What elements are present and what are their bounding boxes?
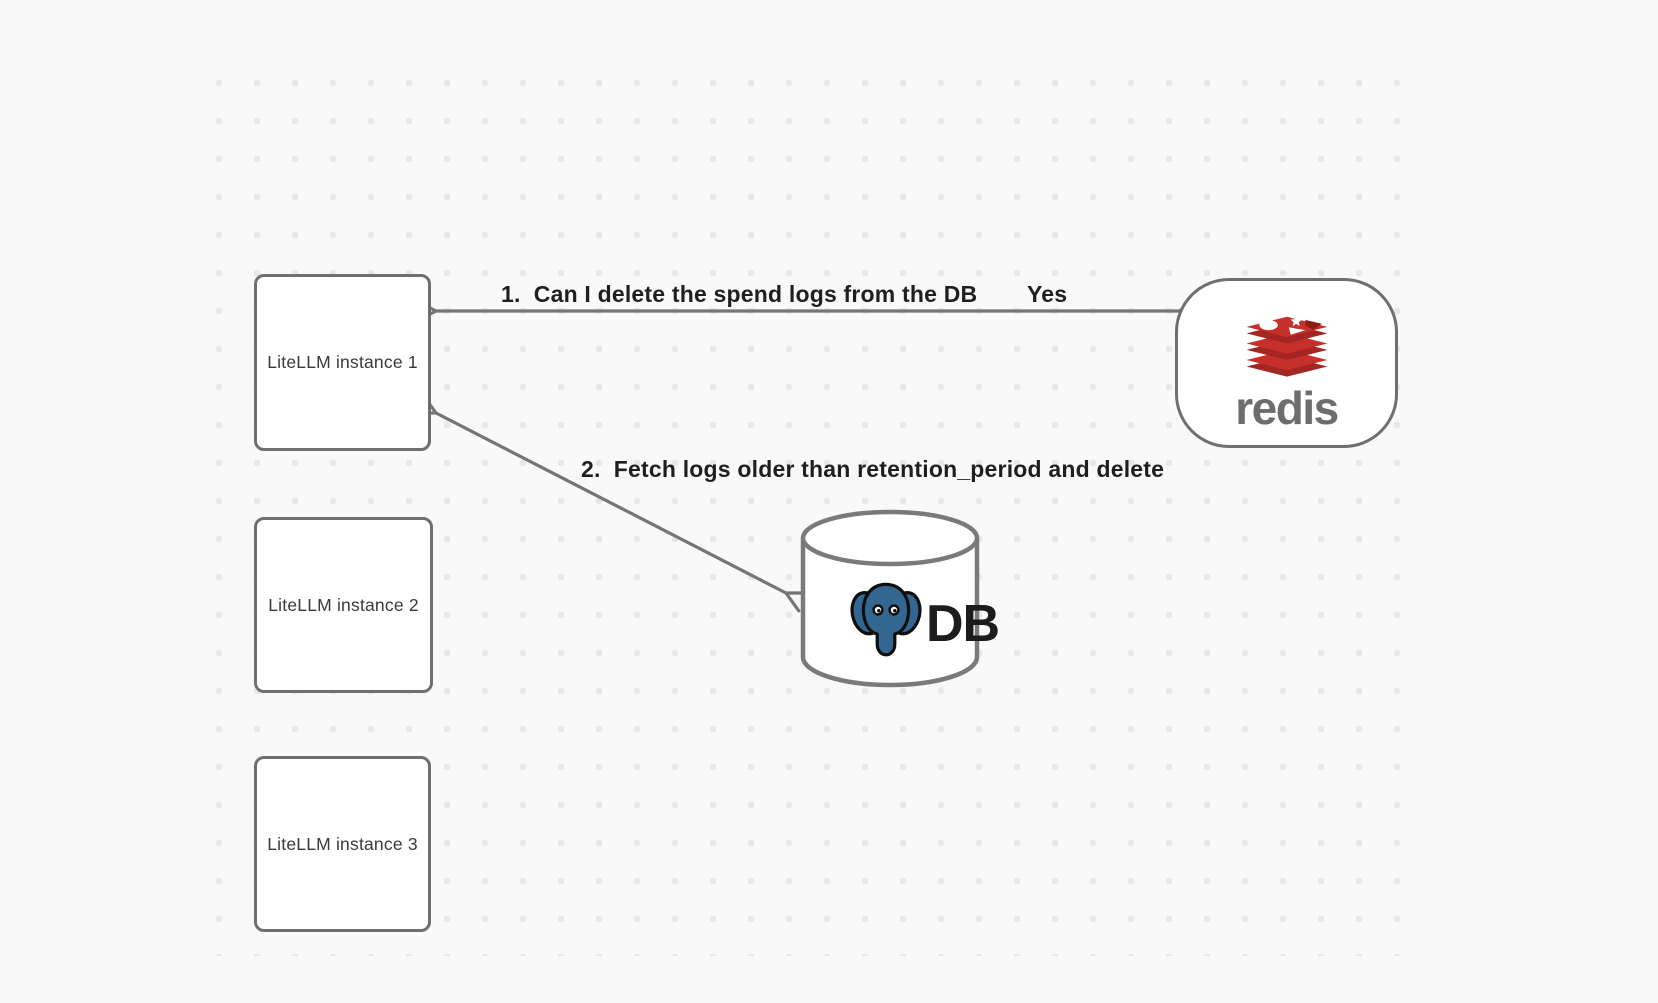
arrow-instance1-db <box>412 393 810 613</box>
postgresql-elephant-icon <box>850 582 922 657</box>
node-litellm-instance-3: LiteLLM instance 3 <box>254 756 431 932</box>
node-redis: redis <box>1175 278 1398 448</box>
edge-label-step1: 1. Can I delete the spend logs from the … <box>501 281 978 307</box>
node-litellm-instance-1-label: LiteLLM instance 1 <box>267 352 418 372</box>
redis-wordmark: redis <box>1235 382 1339 434</box>
node-litellm-instance-2-label: LiteLLM instance 2 <box>268 594 419 615</box>
edge-label-yes: Yes <box>1027 281 1068 307</box>
edge-label-step2: 2. Fetch logs older than retention_perio… <box>581 456 1165 482</box>
db-node-label: DB <box>926 595 1000 653</box>
redis-logo-icon <box>1246 315 1327 377</box>
node-litellm-instance-1: LiteLLM instance 1 <box>254 274 431 451</box>
node-litellm-instance-2: LiteLLM instance 2 <box>254 517 433 693</box>
node-litellm-instance-3-label: LiteLLM instance 3 <box>267 833 418 854</box>
